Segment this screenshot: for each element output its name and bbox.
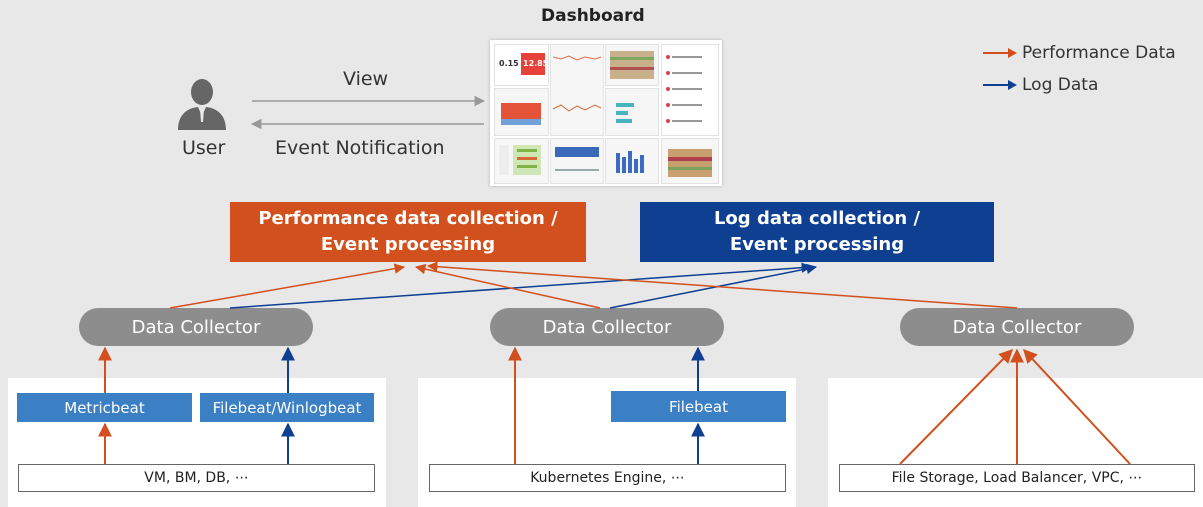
data-collector-2: Data Collector	[490, 308, 724, 346]
source-vm-bm-db: VM, BM, DB, ⋯	[18, 464, 375, 492]
data-collector-3: Data Collector	[900, 308, 1134, 346]
user-icon	[178, 79, 226, 130]
source-kubernetes: Kubernetes Engine, ⋯	[429, 464, 786, 492]
filebeat-agent: Filebeat	[611, 391, 786, 422]
orange-arrow-icon	[983, 48, 1017, 58]
performance-processing-line1: Performance data collection /	[258, 208, 558, 229]
log-processing-box: Log data collection / Event processing	[640, 202, 994, 262]
user-label: User	[182, 137, 226, 159]
log-processing-line2: Event processing	[729, 234, 905, 255]
filebeat-winlogbeat-agent: Filebeat/Winlogbeat	[200, 393, 374, 422]
data-collector-1: Data Collector	[79, 308, 313, 346]
event-notification-label: Event Notification	[275, 137, 445, 159]
legend-performance-label: Performance Data	[1022, 43, 1176, 63]
legend-performance: Performance Data	[982, 43, 1176, 63]
performance-processing-line2: Event processing	[320, 234, 496, 255]
performance-processing-box: Performance data collection / Event proc…	[230, 202, 586, 262]
mini-value-2: 12.85	[523, 59, 549, 68]
view-label: View	[343, 68, 389, 90]
blue-arrow-icon	[983, 80, 1017, 90]
dashboard-thumbnail[interactable]: 0.15 12.85	[490, 40, 722, 186]
source-storage-lb-vpc: File Storage, Load Balancer, VPC, ⋯	[839, 464, 1195, 492]
legend-log-label: Log Data	[1022, 75, 1099, 95]
dashboard-title: Dashboard	[541, 6, 645, 26]
log-processing-line1: Log data collection /	[713, 208, 921, 229]
legend-log: Log Data	[982, 75, 1098, 95]
metricbeat-agent: Metricbeat	[17, 393, 192, 422]
mini-value-1: 0.15	[499, 59, 519, 68]
